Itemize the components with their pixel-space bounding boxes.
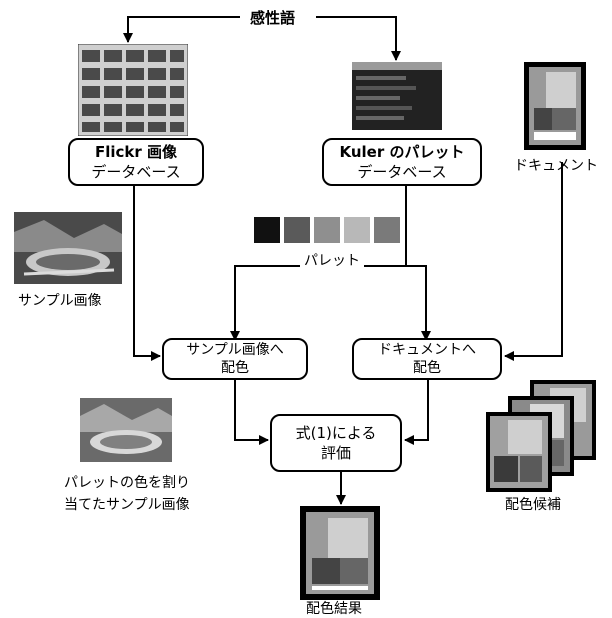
palette-label: パレット — [300, 250, 364, 270]
assigned-sample-label-line2: 当てたサンプル画像 — [64, 497, 190, 513]
arrow-flickr-to-sample — [133, 186, 161, 361]
document-coloring-line2: 配色 — [413, 360, 441, 376]
arrow-doccolor-to-eval — [404, 378, 429, 445]
arrow-sample-to-eval — [234, 378, 269, 445]
flickr-database-box: Flickr 画像 データベース — [68, 138, 204, 186]
palette-swatches — [254, 217, 400, 243]
keyword-label: 感性語 — [250, 9, 296, 27]
candidates-label: 配色候補 — [505, 497, 561, 513]
kuler-box-line1: Kuler のパレット — [339, 143, 465, 161]
arrow-palette-to-document — [406, 265, 431, 341]
sample-coloring-line1: サンプル画像へ — [186, 342, 284, 358]
sample-image-label: サンプル画像 — [18, 293, 102, 309]
assigned-sample-thumbnail — [80, 398, 172, 462]
arrow-keyword-to-flickr — [123, 16, 240, 43]
kuler-box-line2: データベース — [357, 163, 447, 181]
evaluation-box: 式(1)による 評価 — [270, 414, 402, 472]
kuler-palette-thumbnail — [352, 62, 442, 130]
flickr-box-line1: Flickr 画像 — [94, 143, 178, 161]
arrow-keyword-to-kuler — [316, 16, 401, 61]
sample-coloring-box: サンプル画像へ 配色 — [162, 338, 308, 380]
candidate-schemes-thumbnail — [486, 380, 596, 492]
result-thumbnail — [300, 506, 380, 600]
document-coloring-line1: ドキュメントへ — [378, 342, 476, 358]
document-label: ドキュメント — [514, 158, 598, 174]
flickr-box-line2: データベース — [91, 163, 181, 181]
sample-coloring-line2: 配色 — [221, 360, 249, 376]
arrow-palette-to-sample — [230, 265, 406, 341]
sample-image-thumbnail — [14, 212, 122, 284]
evaluation-line2: 評価 — [320, 444, 351, 462]
result-label: 配色結果 — [306, 601, 362, 617]
kuler-database-box: Kuler のパレット データベース — [322, 138, 482, 186]
flickr-image-grid — [78, 44, 188, 136]
document-thumbnail — [524, 62, 586, 150]
evaluation-line1: 式(1)による — [295, 424, 377, 442]
document-coloring-box: ドキュメントへ 配色 — [352, 338, 502, 380]
assigned-sample-label-line1: パレットの色を割り — [64, 475, 190, 491]
arrow-document-to-doccolor — [504, 162, 563, 361]
